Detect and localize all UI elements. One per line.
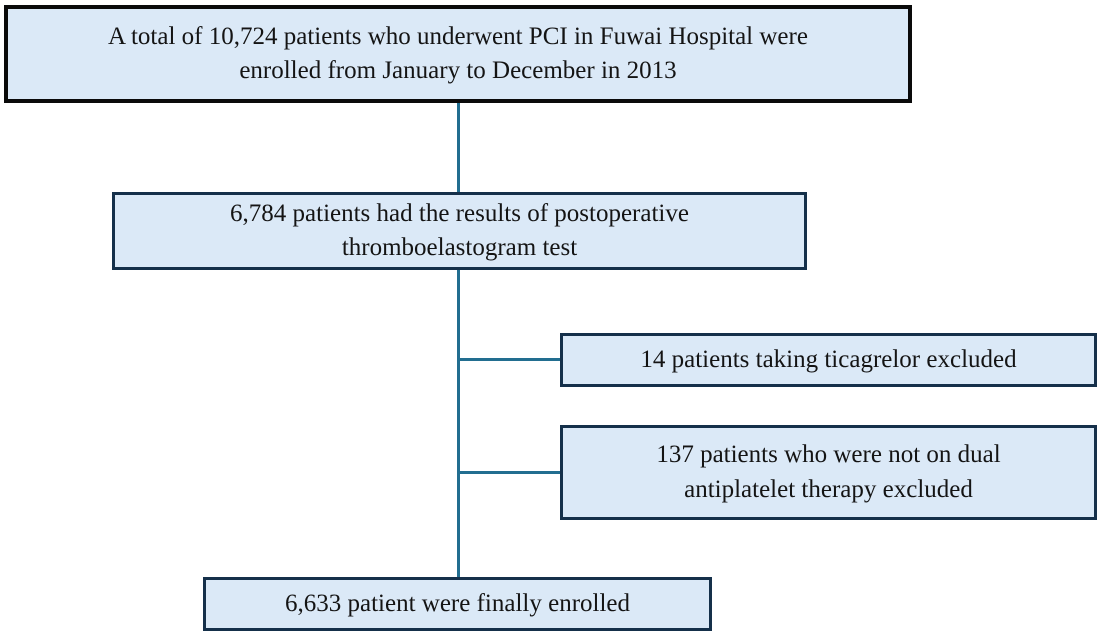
exclusion-ticagrelor-line1: 14 patients taking ticagrelor excluded <box>640 345 1017 373</box>
connector-teg-to-final <box>457 270 460 578</box>
total-patients-line2: enrolled from January to December in 201… <box>239 57 677 84</box>
exclusion-ticagrelor-box: 14 patients taking ticagrelor excluded <box>560 333 1097 387</box>
connector-branch-exclusion-1 <box>460 358 560 361</box>
exclusion-dapt-line2: antiplatelet therapy excluded <box>684 475 973 503</box>
total-patients-line1: A total of 10,724 patients who underwent… <box>108 22 808 50</box>
connector-top-to-teg <box>457 103 460 193</box>
finally-enrolled-line1: 6,633 patient were finally enrolled <box>284 589 631 617</box>
finally-enrolled-box: 6,633 patient were finally enrolled <box>203 577 712 631</box>
connector-branch-exclusion-2 <box>460 471 560 474</box>
teg-results-line1: 6,784 patients had the results of postop… <box>230 199 689 227</box>
exclusion-dapt-box: 137 patients who were not on dual antipl… <box>560 425 1097 520</box>
exclusion-dapt-line1: 137 patients who were not on dual <box>656 441 1001 468</box>
teg-results-box: 6,784 patients had the results of postop… <box>112 192 807 270</box>
total-patients-box: A total of 10,724 patients who underwent… <box>4 5 912 103</box>
teg-results-line2: thromboelastogram test <box>341 234 578 261</box>
